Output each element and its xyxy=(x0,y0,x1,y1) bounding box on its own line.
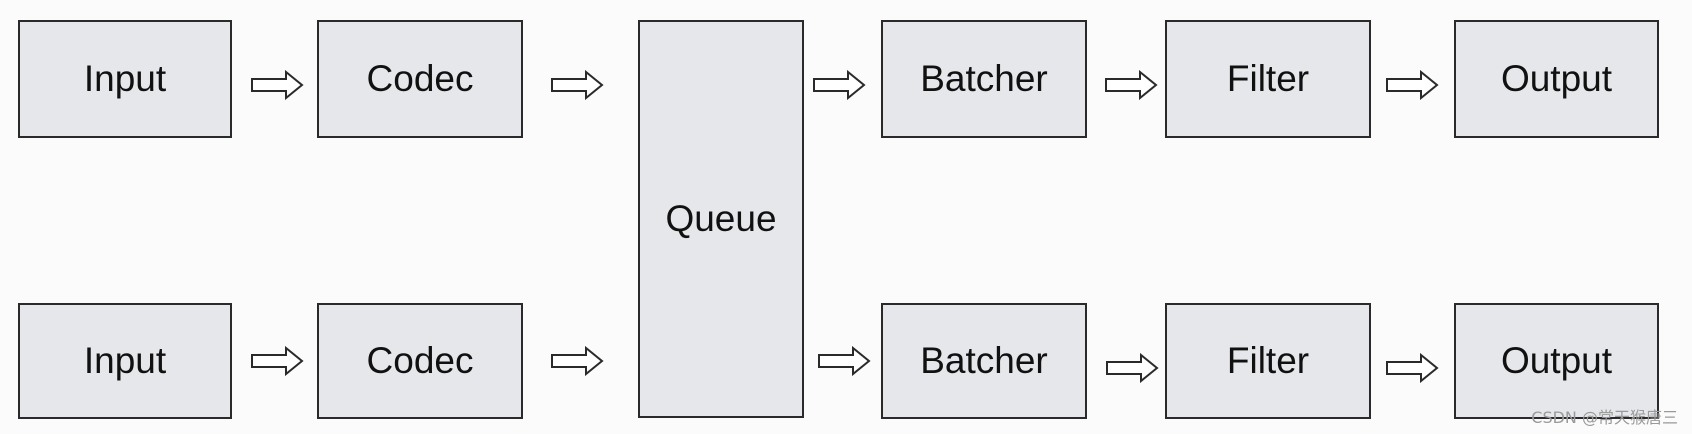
queue-box: Queue xyxy=(638,20,804,418)
top-filter-label: Filter xyxy=(1226,58,1310,99)
top-output-box: Output xyxy=(1454,20,1659,138)
top-filter-box: Filter xyxy=(1165,20,1371,138)
arrow-right-icon xyxy=(251,346,304,376)
bottom-filter-label: Filter xyxy=(1226,340,1310,381)
arrow-right-icon xyxy=(1386,353,1439,383)
bottom-input-label: Input xyxy=(83,340,167,381)
arrow-right-icon xyxy=(551,346,604,376)
bottom-filter-box: Filter xyxy=(1165,303,1371,419)
arrow-right-icon xyxy=(1105,70,1158,100)
arrow-right-icon xyxy=(251,70,304,100)
arrow-right-icon xyxy=(818,346,871,376)
bottom-output-box: Output xyxy=(1454,303,1659,419)
bottom-codec-box: Codec xyxy=(317,303,523,419)
top-codec-box: Codec xyxy=(317,20,523,138)
watermark-text: CSDN @常天猴唐三 xyxy=(1531,408,1678,427)
bottom-batcher-box: Batcher xyxy=(881,303,1087,419)
top-codec-label: Codec xyxy=(366,58,474,99)
top-output-label: Output xyxy=(1500,58,1613,99)
arrow-right-icon xyxy=(1106,353,1159,383)
top-input-label: Input xyxy=(83,58,167,99)
bottom-input-box: Input xyxy=(18,303,232,419)
bottom-codec-label: Codec xyxy=(366,340,474,381)
top-batcher-label: Batcher xyxy=(920,58,1048,99)
arrow-right-icon xyxy=(1386,70,1439,100)
top-batcher-box: Batcher xyxy=(881,20,1087,138)
bottom-batcher-label: Batcher xyxy=(920,340,1048,381)
queue-label: Queue xyxy=(665,198,777,239)
arrow-right-icon xyxy=(813,70,866,100)
top-input-box: Input xyxy=(18,20,232,138)
bottom-output-label: Output xyxy=(1500,340,1613,381)
arrow-right-icon xyxy=(551,70,604,100)
